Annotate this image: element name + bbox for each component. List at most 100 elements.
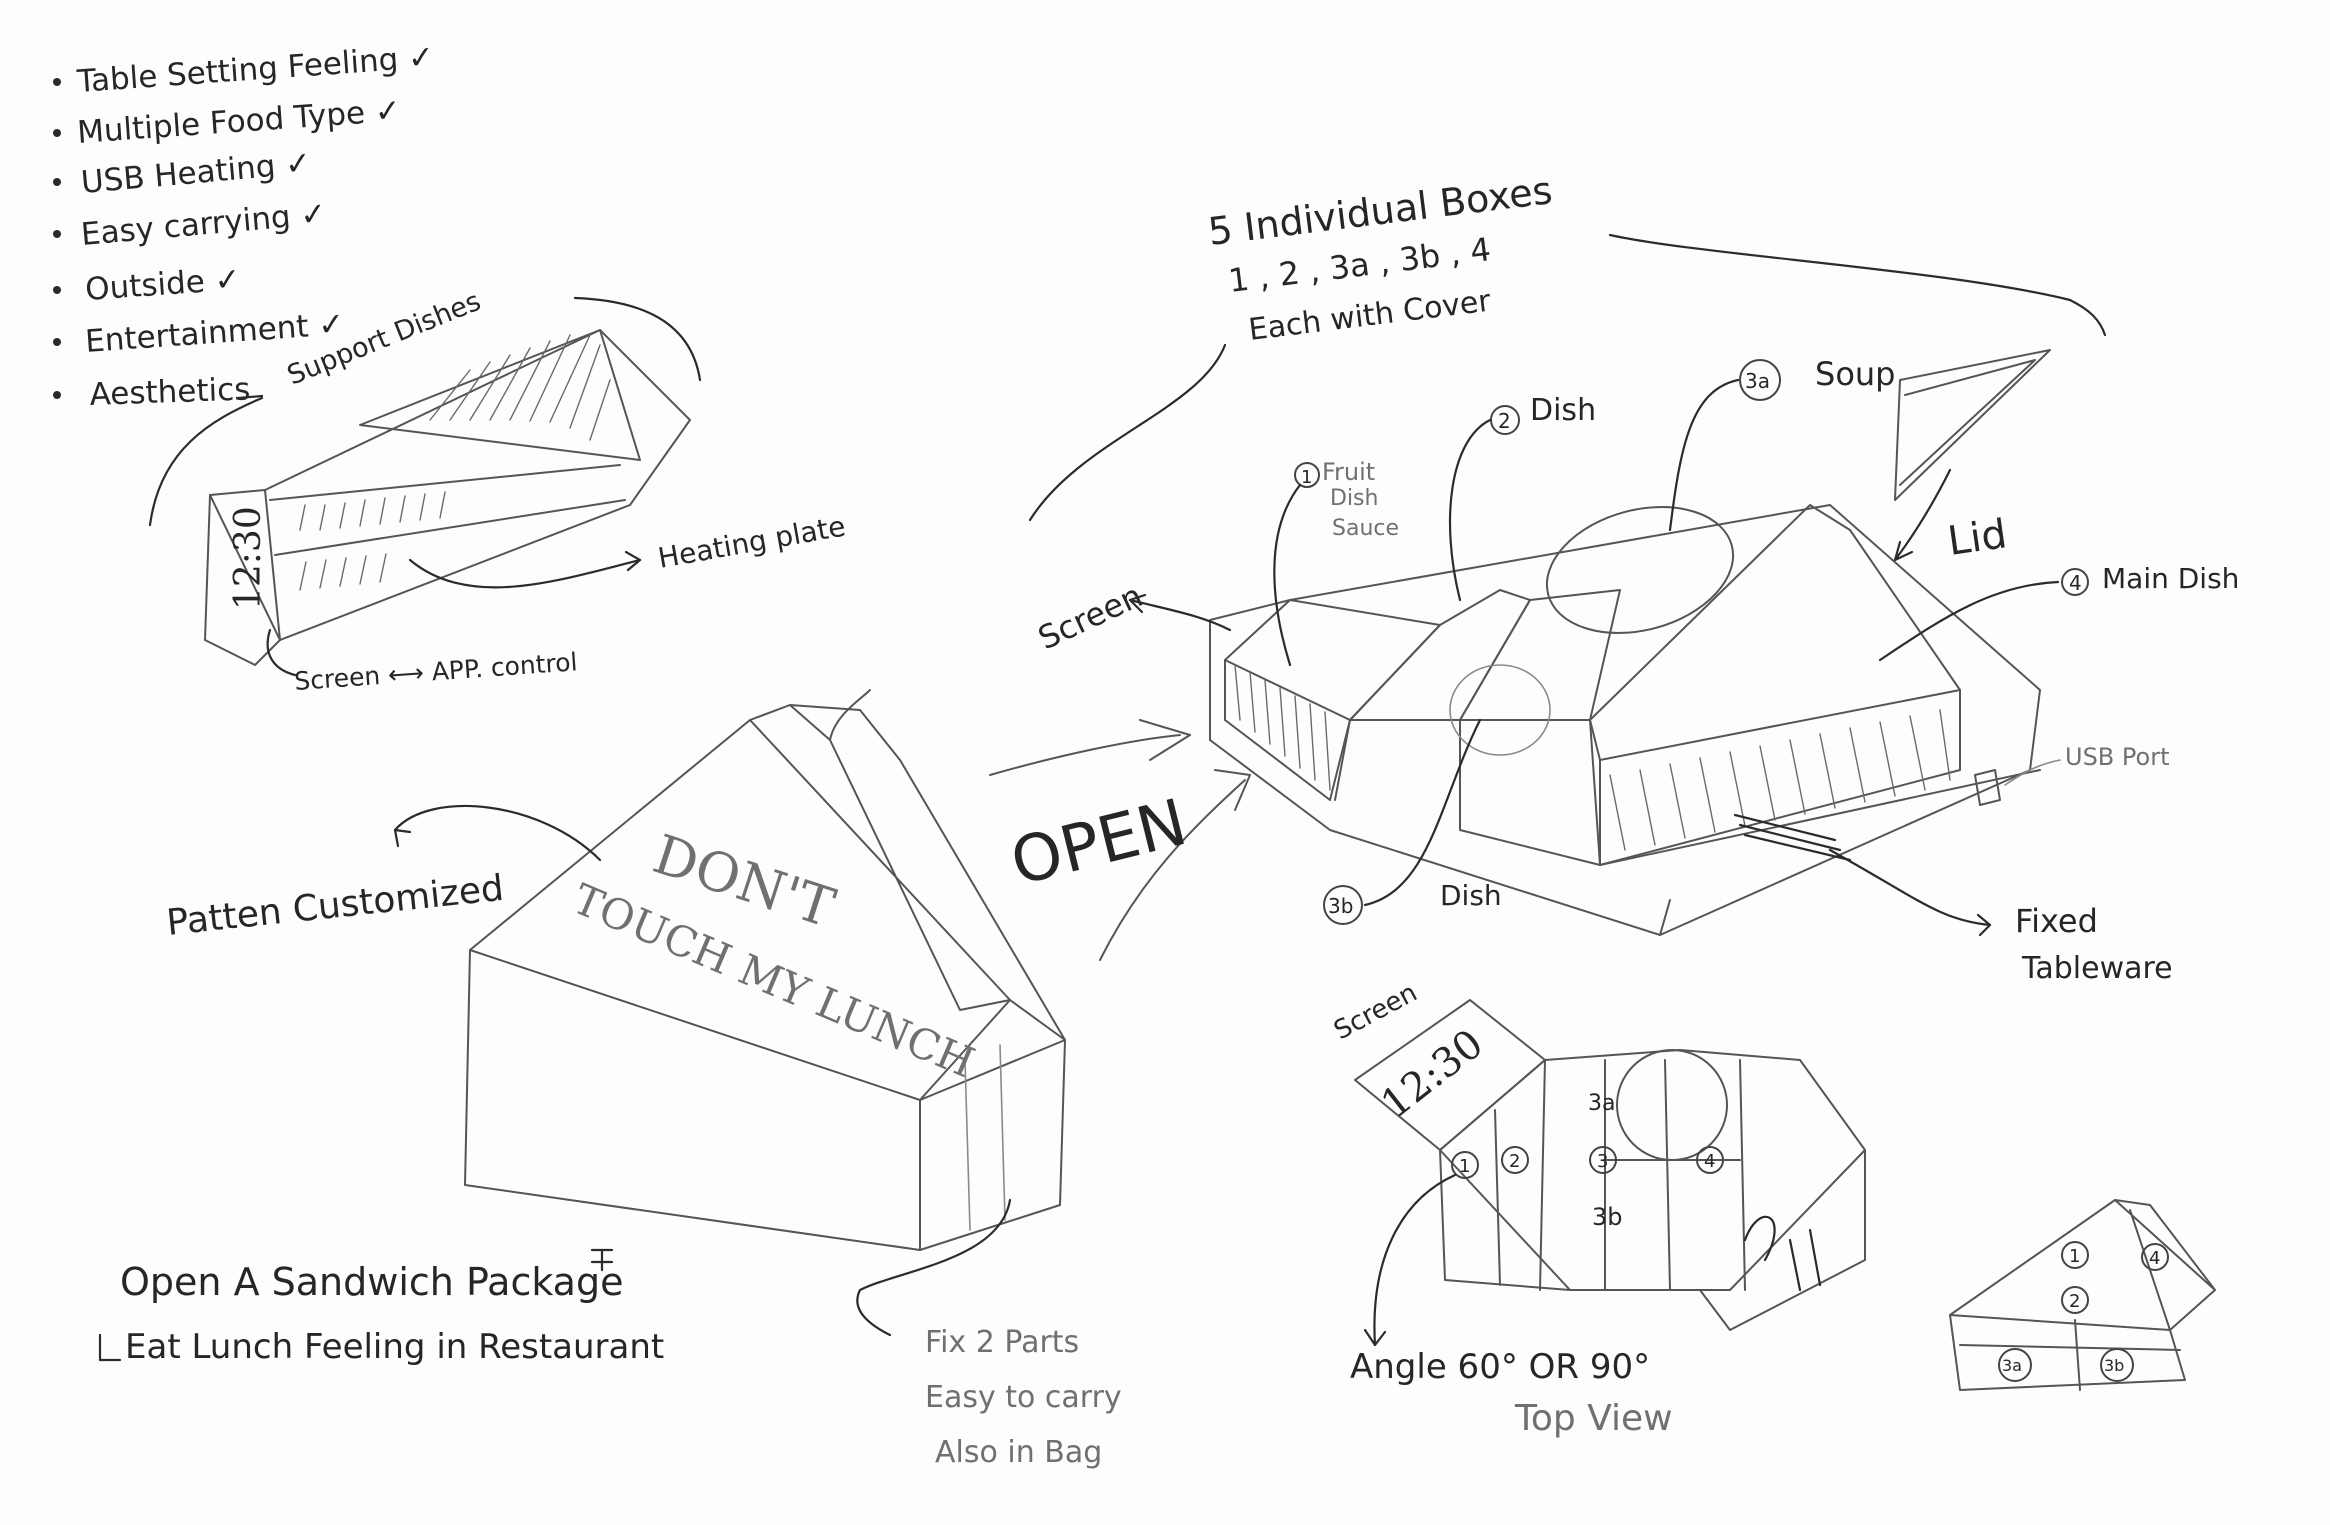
dish2-label: Dish	[1530, 393, 1596, 428]
angle-arrow	[1373, 1173, 1457, 1347]
leader-line	[408, 558, 642, 589]
mark-icon	[590, 1248, 614, 1272]
bullet-icon	[53, 178, 61, 186]
top-view-screen-label: Screen	[1329, 978, 1422, 1046]
compartment-3	[1459, 719, 1601, 866]
top-view-3b: 3b	[1592, 1203, 1623, 1231]
open-label: OPEN	[1004, 786, 1194, 901]
leader-line	[856, 1198, 1012, 1337]
soup-bowl	[1616, 1049, 1728, 1161]
dish-bowl	[1449, 664, 1551, 756]
mini-marker-number: 1	[2069, 1246, 2080, 1267]
compartment-4	[1589, 504, 1961, 761]
mini-marker	[2061, 1286, 2089, 1314]
marker-3b-number: 3b	[1328, 894, 1353, 918]
tableware-slots	[1733, 813, 1852, 862]
leader-line	[1828, 848, 1992, 927]
tray-edge	[1209, 699, 1671, 936]
marker-1-number: 1	[1301, 467, 1312, 488]
top-view-marker-number: 2	[1509, 1151, 1520, 1172]
marker-3a-number: 3a	[1745, 369, 1770, 393]
soup-bowl	[1545, 506, 1735, 634]
usb-port-icon	[1974, 769, 2001, 806]
concept-text: Open A Sandwich Package Eat Lunch Feelin…	[98, 1248, 664, 1367]
arrow-head-icon	[1363, 1328, 1387, 1347]
arrow-head-icon	[1893, 540, 1914, 562]
hatching	[1609, 709, 1951, 851]
bullet-icon	[53, 78, 61, 86]
usb-port-label: USB Port	[2065, 743, 2169, 771]
arrow-line	[989, 734, 1181, 776]
fixed-label: Tableware	[2021, 951, 2173, 986]
top-view-time: 12:30	[1373, 1021, 1492, 1128]
mini-marker-number: 3a	[2002, 1356, 2022, 1375]
arrow-head-icon	[393, 828, 412, 848]
arrow-head-icon	[1214, 769, 1251, 811]
compartment-2	[1349, 589, 1531, 721]
top-view-dividers	[1494, 1059, 1746, 1291]
tray-edge	[1599, 769, 2041, 866]
mini-marker	[1998, 1348, 2032, 1382]
tear-strip	[789, 704, 1011, 1011]
top-view-marker	[1696, 1146, 1724, 1174]
band-line	[964, 1044, 1006, 1231]
tear-strip	[749, 704, 1066, 1041]
leader-line	[1273, 483, 1302, 667]
fruit-label: Fruit	[1322, 458, 1375, 486]
top-view-caption: Top View	[1514, 1398, 1673, 1439]
leader-line	[1668, 378, 1740, 532]
lid-arrow	[1893, 468, 1952, 562]
checklist-item: Easy carrying ✓	[80, 196, 328, 253]
top-view-marker	[1451, 1151, 1479, 1179]
leader-line	[1363, 718, 1482, 907]
top-view-net	[1439, 1049, 1866, 1291]
checklist-item: Outside ✓	[84, 261, 242, 308]
fix-label: Also in Bag	[935, 1435, 1102, 1470]
mini-marker	[2100, 1348, 2134, 1382]
arrow-head-icon	[1139, 719, 1191, 761]
checklist-item: USB Heating ✓	[80, 145, 313, 201]
box-outline	[1009, 999, 1066, 1041]
bullet-icon	[53, 230, 61, 238]
leader-line	[1608, 233, 2107, 337]
leader-line	[2004, 759, 2061, 786]
checklist-item: Aesthetics	[89, 371, 251, 413]
marker-3b	[1323, 885, 1363, 925]
fix-label: Fix 2 Parts	[925, 1325, 1079, 1360]
leader-line	[266, 628, 297, 677]
leader-line	[1448, 418, 1492, 602]
tear-strip	[829, 689, 871, 741]
arrow-head-icon	[1976, 913, 1992, 937]
box-outline	[464, 949, 921, 1251]
angle-label: Angle 60° OR 90°	[1350, 1347, 1650, 1387]
box-outline	[264, 489, 281, 641]
screen-label: Screen	[1032, 576, 1148, 657]
mini-box-dividers	[1949, 1314, 2181, 1391]
hatching	[1234, 664, 1331, 791]
box-outline	[204, 494, 281, 666]
lid-label: Lid	[1945, 511, 2010, 565]
marker-2-number: 2	[1498, 409, 1511, 433]
fix-label: Easy to carry	[925, 1380, 1122, 1415]
leader-line	[393, 804, 602, 862]
compartment-3	[1459, 589, 1621, 721]
dash-line	[236, 394, 264, 400]
soup-label: Soup	[1815, 355, 1895, 393]
mini-marker-number: 3b	[2104, 1356, 2124, 1375]
marker-4	[2061, 568, 2089, 596]
box-screen-time: 12:30	[228, 506, 269, 610]
top-view-marker	[1501, 1146, 1529, 1174]
concept-line-2: Eat Lunch Feeling in Restaurant	[125, 1327, 664, 1367]
checklist-item: Table Setting Feeling ✓	[75, 39, 435, 100]
leader-line	[1028, 343, 1227, 522]
open-arrow: OPEN	[989, 719, 1251, 961]
leader-line	[1128, 598, 1232, 632]
bullet-icon	[53, 129, 61, 137]
top-view-marker-number: 3	[1597, 1151, 1608, 1172]
checklist-item: Multiple Food Type ✓	[76, 92, 402, 151]
compartment-line	[269, 464, 621, 501]
sketch-open-boxes: 5 Individual Boxes 1 , 2 , 3a , 3b , 4 E…	[1028, 168, 2239, 986]
arrow-line	[1099, 779, 1246, 961]
boxes-title: 5 Individual Boxes	[1206, 168, 1555, 254]
top-view-marker-number: 4	[1704, 1151, 1715, 1172]
